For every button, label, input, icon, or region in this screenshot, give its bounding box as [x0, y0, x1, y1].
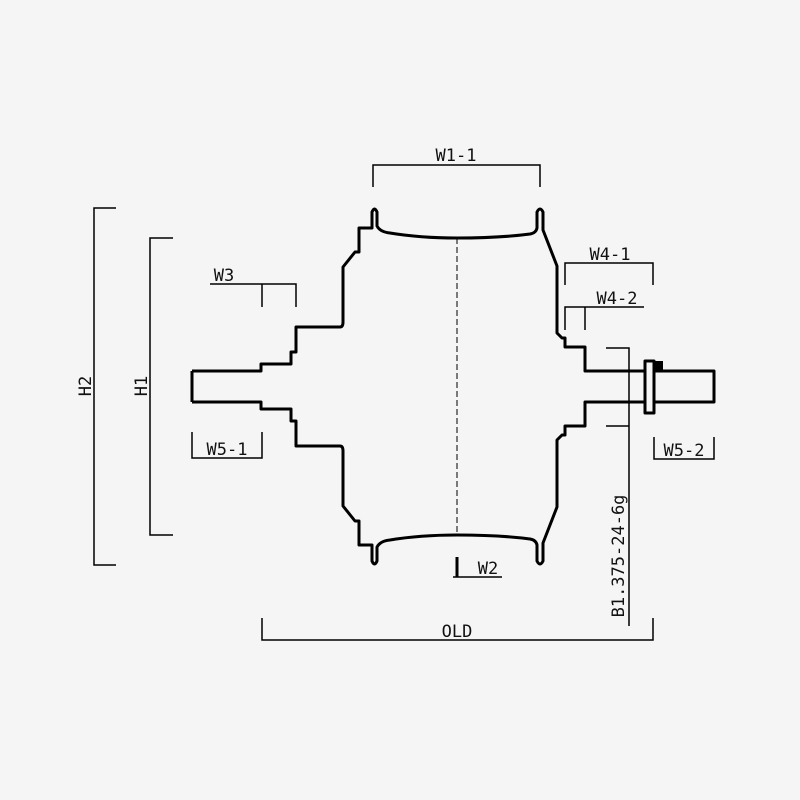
- thread-leader: [606, 347, 630, 626]
- label-old: OLD: [442, 622, 473, 642]
- lock-washer: [643, 359, 656, 415]
- label-w2: W2: [478, 559, 498, 579]
- w4-2-bracket: [564, 306, 644, 330]
- w1-1-bracket: [372, 164, 541, 187]
- label-w5-1: W5-1: [207, 440, 248, 460]
- dimension-labels: W1-1 W3 W5-1 W5-2 W4-1 W4-2 W2 OLD H2 H1…: [76, 146, 704, 642]
- hub-body-bottom: [192, 400, 645, 566]
- w4-1-bracket: [564, 262, 654, 285]
- old-bracket: [261, 618, 654, 641]
- w3-bracket: [210, 283, 297, 307]
- h2-bracket: [93, 207, 116, 566]
- h1-bracket: [149, 237, 173, 536]
- label-w4-1: W4-1: [590, 245, 631, 265]
- label-w1-1: W1-1: [436, 146, 477, 166]
- hub-outline: [190, 207, 716, 566]
- label-w3: W3: [214, 266, 234, 286]
- hub-body-top: [192, 207, 645, 373]
- label-thread: B1.375-24-6g: [609, 495, 629, 618]
- dimension-lines: [93, 164, 715, 641]
- label-h2: H2: [76, 376, 96, 396]
- label-w5-2: W5-2: [664, 441, 705, 461]
- axle-right: [652, 369, 716, 404]
- w5-2-bracket: [653, 437, 715, 460]
- w5-1-bracket: [191, 432, 263, 459]
- label-h1: H1: [132, 376, 152, 396]
- washer-tab: [654, 361, 663, 371]
- label-w4-2: W4-2: [597, 289, 638, 309]
